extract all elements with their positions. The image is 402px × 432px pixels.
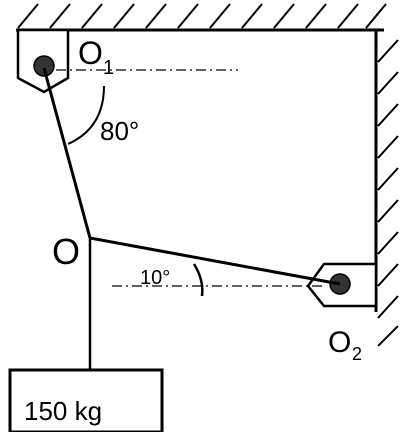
right-wall xyxy=(374,30,399,347)
label-junction-o: O xyxy=(52,231,80,272)
label-o2: O xyxy=(328,326,351,359)
label-o1-subscript: 1 xyxy=(103,57,114,79)
label-angle-80: 80° xyxy=(100,116,139,146)
cable-o-to-o2 xyxy=(89,236,341,286)
ceiling-wall xyxy=(16,3,387,32)
angle-arc-10 xyxy=(192,263,204,297)
pin-o1 xyxy=(33,55,55,77)
mass-block: 150 kg xyxy=(8,368,164,432)
label-o2-subscript: 2 xyxy=(352,344,362,364)
support-o2 xyxy=(306,262,378,308)
wall-hatching xyxy=(377,39,399,347)
label-o1: O xyxy=(78,35,103,71)
angle-arc-80 xyxy=(67,85,105,145)
label-angle-10: 10° xyxy=(140,267,170,289)
support-o1 xyxy=(16,28,70,94)
cable-o1-to-o xyxy=(42,67,92,239)
ceiling-hatching xyxy=(17,3,387,29)
mass-label: 150 kg xyxy=(24,396,102,426)
